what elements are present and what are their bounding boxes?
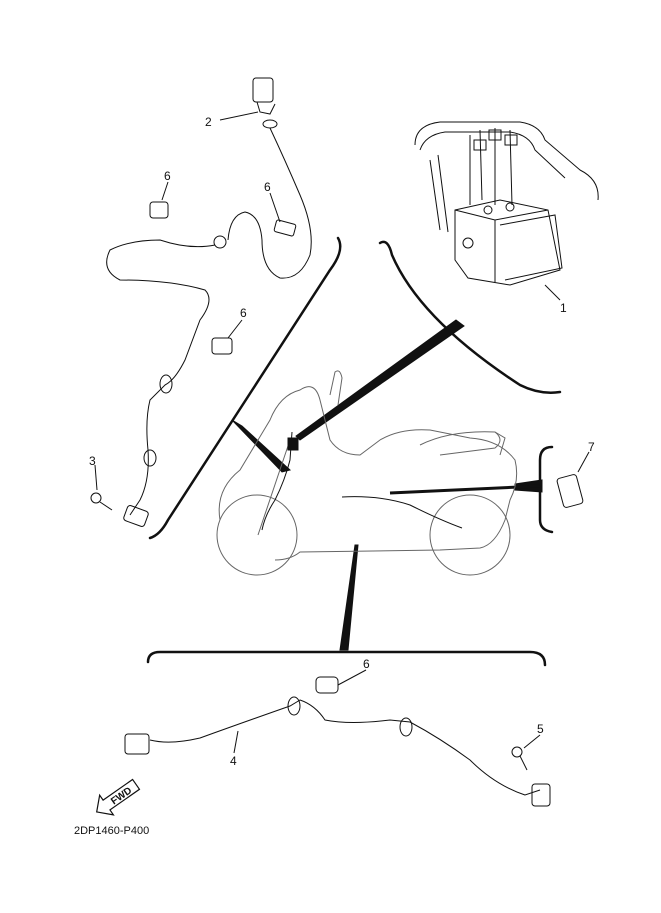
pipe-fitting-2 bbox=[488, 129, 502, 141]
leader-bottom-wedge bbox=[339, 544, 359, 651]
abs-ecu bbox=[494, 214, 563, 282]
callout-6-bottom: 6 bbox=[363, 657, 370, 671]
grommet-lower-2 bbox=[143, 449, 157, 467]
right-detail-boundary bbox=[378, 240, 562, 394]
callout-6-left-low: 6 bbox=[240, 306, 247, 320]
callout-leader-5 bbox=[523, 734, 541, 749]
brake-pipe-2 bbox=[419, 131, 566, 179]
body-outline bbox=[218, 386, 518, 561]
clamp-left-mid bbox=[273, 219, 297, 237]
callout-leader-7 bbox=[577, 451, 590, 473]
callout-numbers: 1 2 3 4 5 6 6 6 6 7 bbox=[89, 115, 595, 768]
bolt-3-head bbox=[90, 492, 102, 504]
fwd-arrow: FWD bbox=[96, 778, 141, 816]
clamp-bottom bbox=[315, 676, 339, 694]
brake-pipe-3 bbox=[429, 154, 449, 233]
bolt-5-shank bbox=[519, 755, 528, 771]
callout-leader-6-bottom bbox=[337, 669, 367, 686]
leader-left-wedge bbox=[231, 419, 292, 473]
seat-outline bbox=[419, 431, 501, 456]
grommet-mid bbox=[213, 235, 227, 249]
fwd-label: FWD bbox=[109, 785, 134, 807]
pipe-fitting-3 bbox=[504, 134, 518, 146]
front-harness-lower bbox=[106, 239, 216, 516]
front-fork bbox=[257, 439, 291, 536]
callout-leader-6-top bbox=[161, 181, 169, 201]
brake-pipe-4 bbox=[469, 128, 513, 206]
harness-connector-2 bbox=[252, 77, 274, 103]
fwd-arrow-shape bbox=[96, 778, 141, 816]
bolt-5-head bbox=[511, 746, 523, 758]
callout-3: 3 bbox=[89, 454, 96, 468]
abs-unit-marker bbox=[287, 437, 299, 451]
callout-1: 1 bbox=[560, 301, 567, 315]
callout-leader-1 bbox=[544, 284, 561, 301]
abs-hydraulic-unit bbox=[414, 121, 599, 301]
callout-leader-3 bbox=[94, 464, 98, 491]
left-detail-boundary bbox=[148, 236, 342, 540]
brake-pipe-1 bbox=[414, 121, 599, 201]
silhouette-wiring bbox=[261, 431, 463, 531]
bottom-detail-boundary bbox=[146, 650, 547, 667]
abs-port-2 bbox=[483, 205, 493, 215]
detail-frames bbox=[146, 236, 562, 667]
callout-leader-6-mid bbox=[269, 192, 281, 223]
motorcycle-silhouette bbox=[216, 370, 518, 576]
callout-6-left-top: 6 bbox=[164, 169, 171, 183]
rear-wheel-sensor-harness bbox=[124, 669, 551, 807]
grommet-bottom-2 bbox=[399, 717, 413, 737]
diagram-code: 2DP1460-P400 bbox=[74, 825, 149, 837]
front-sensor-wire bbox=[261, 431, 293, 531]
abs-block-body bbox=[454, 199, 561, 286]
tail-outline bbox=[494, 431, 506, 456]
pipe-fitting-1 bbox=[473, 139, 487, 151]
connector-2-boot bbox=[256, 101, 276, 115]
clamp-left-low bbox=[211, 337, 233, 355]
bolt-3-shank bbox=[99, 501, 113, 511]
detail-leaders bbox=[231, 319, 543, 651]
connector-7-body bbox=[556, 474, 584, 508]
grommet-2 bbox=[262, 119, 278, 129]
harness-connector-4 bbox=[124, 733, 150, 755]
callout-leader-6-low bbox=[227, 319, 243, 339]
front-sensor-head bbox=[123, 505, 149, 527]
front-harness-upper bbox=[227, 127, 312, 279]
front-wheel bbox=[216, 494, 298, 576]
callout-7: 7 bbox=[588, 440, 595, 454]
rear-harness-wire bbox=[149, 699, 541, 796]
grommet-bottom-1 bbox=[287, 696, 301, 716]
front-wheel-sensor-harness bbox=[90, 77, 312, 527]
rear-sensor-wire bbox=[341, 496, 463, 529]
rear-sensor-head bbox=[531, 783, 551, 807]
clamp-left-top bbox=[149, 201, 169, 219]
callout-leader-4 bbox=[233, 730, 239, 754]
leader-abs-wedge bbox=[295, 319, 465, 441]
callout-5: 5 bbox=[537, 722, 544, 736]
windscreen bbox=[329, 370, 343, 406]
callout-6-left-mid: 6 bbox=[264, 180, 271, 194]
callout-4: 4 bbox=[230, 754, 237, 768]
abs-port-1 bbox=[462, 237, 474, 249]
harness-connector-7 bbox=[556, 451, 590, 508]
rear-wheel bbox=[429, 494, 511, 576]
grommet-lower-1 bbox=[159, 374, 173, 394]
abs-port-3 bbox=[505, 202, 515, 212]
callout-leader-2 bbox=[219, 111, 259, 121]
callout-2: 2 bbox=[205, 115, 212, 129]
